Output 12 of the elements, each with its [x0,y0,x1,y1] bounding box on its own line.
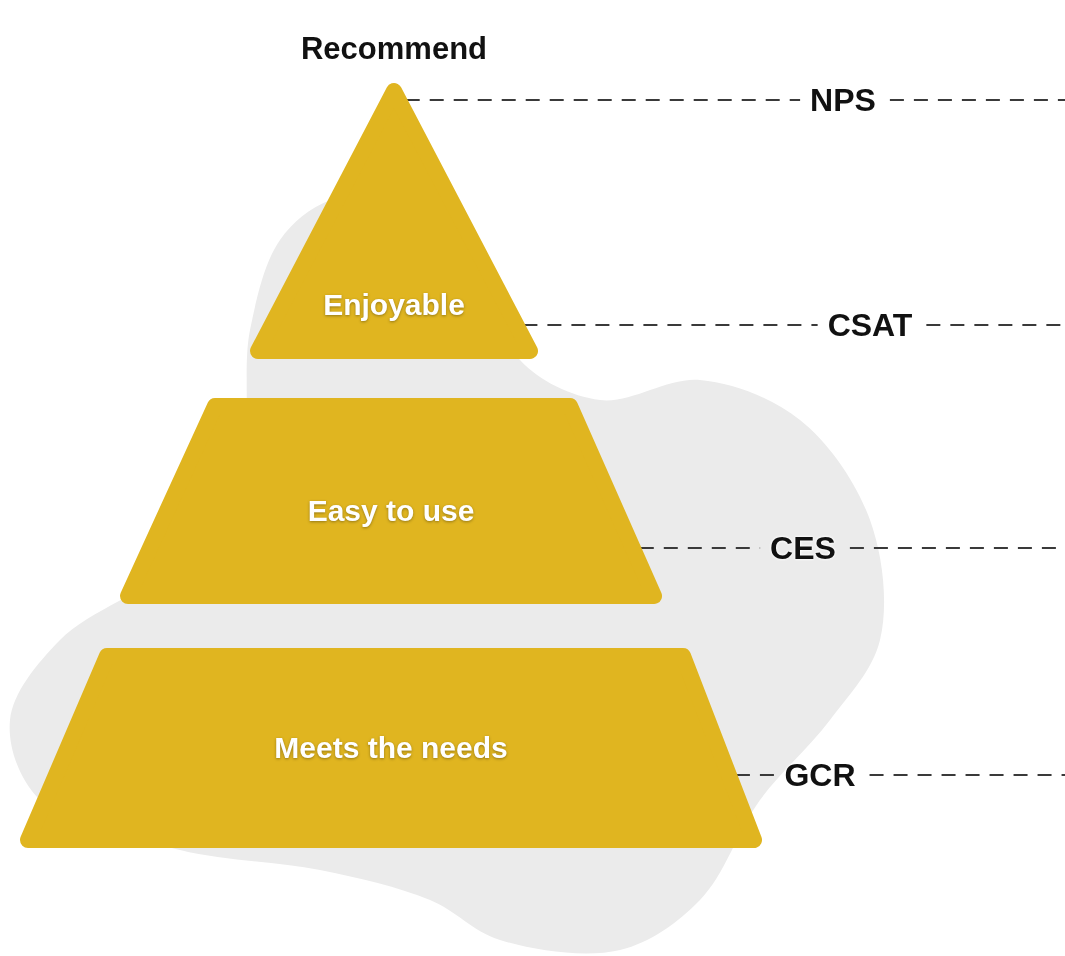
tier-label: Easy to use [306,494,476,528]
pyramid-tier [120,398,662,604]
metric-label: GCR [784,756,856,794]
metric-label: CES [770,529,836,567]
dashed-connector [868,774,1065,776]
metric-label: CSAT [827,306,913,344]
metric-label: NPS [810,81,876,119]
dashed-connector [888,99,1065,101]
pyramid-heading: Recommend [299,31,488,67]
pyramid-tier [20,648,762,848]
tier-label: Enjoyable [322,288,466,322]
tier-label: Meets the needs [273,731,509,765]
